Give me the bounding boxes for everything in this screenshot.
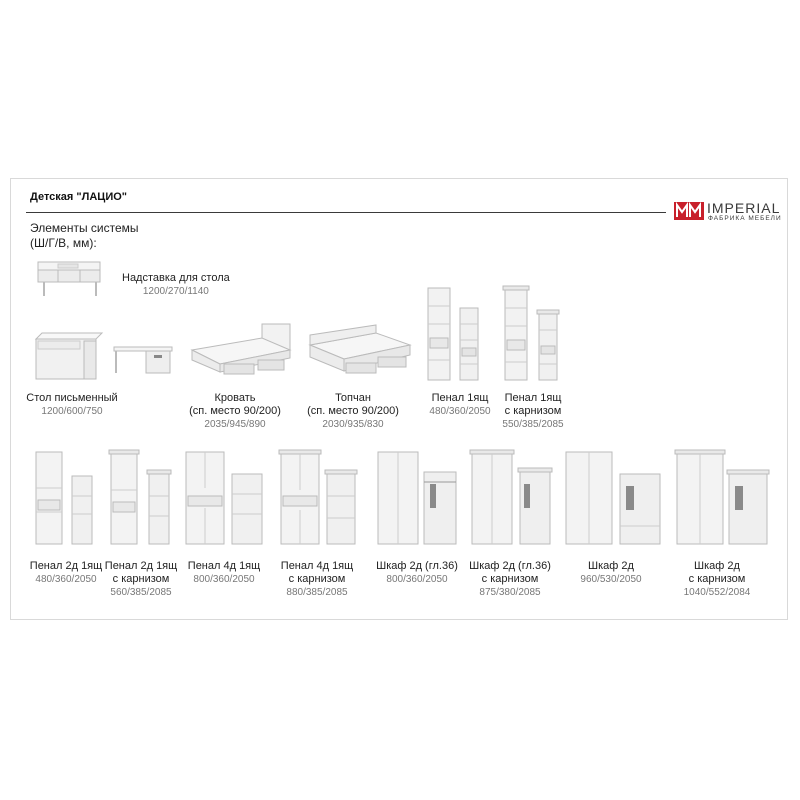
item-label: с карнизом (112, 573, 170, 585)
item-label: Надставка для стола (122, 272, 230, 284)
item-label: Пенал 1ящ (504, 392, 562, 404)
brand-logo: IMPERIAL ФАБРИКА МЕБЕЛИ (674, 200, 784, 224)
brand-mark-icon (674, 202, 704, 220)
item-dimensions: 2030/935/830 (322, 419, 384, 430)
item-label: с карнизом (504, 405, 562, 417)
item-dimensions: 1200/600/750 (41, 406, 103, 417)
item-dimensions: 480/360/2050 (35, 574, 97, 585)
brand-tagline: ФАБРИКА МЕБЕЛИ (708, 215, 782, 222)
item-label: Топчан (335, 392, 371, 404)
subtitle-line-2: (Ш/Г/В, мм): (30, 236, 97, 250)
item-label: Пенал 2д 1ящ (104, 560, 178, 572)
item-dimensions: 550/385/2085 (502, 419, 564, 430)
item-dimensions: 875/380/2085 (479, 587, 541, 598)
item-dimensions: 800/360/2050 (193, 574, 255, 585)
item-dimensions: 800/360/2050 (386, 574, 448, 585)
item-dimensions: 960/530/2050 (580, 574, 642, 585)
item-caption-cabinet-2d-cornice: Пенал 2д 1ящ с карнизом 560/385/2085 (101, 560, 181, 599)
item-caption-tall-shelf: Пенал 1ящ 480/360/2050 (420, 392, 500, 418)
item-dimensions: 880/385/2085 (286, 587, 348, 598)
item-label: Шкаф 2д (гл.36) (469, 560, 551, 572)
item-label: Кровать (214, 392, 256, 404)
item-caption-wardrobe-gl36: Шкаф 2д (гл.36) 800/360/2050 (372, 560, 462, 586)
item-caption-wardrobe-gl36-cornice: Шкаф 2д (гл.36) с карнизом 875/380/2085 (465, 560, 555, 599)
item-caption-daybed: Топчан (сп. место 90/200) 2030/935/830 (298, 392, 408, 431)
item-caption-cabinet-4d: Пенал 4д 1ящ 800/360/2050 (184, 560, 264, 586)
item-label: (сп. место 90/200) (307, 405, 399, 417)
item-label: Пенал 1ящ (431, 392, 489, 404)
item-label: Пенал 4д 1ящ (280, 560, 354, 572)
item-caption-cabinet-4d-cornice: Пенал 4д 1ящ с карнизом 880/385/2085 (272, 560, 362, 599)
item-label: с карнизом (288, 573, 346, 585)
item-dimensions: 560/385/2085 (110, 587, 172, 598)
item-label: Пенал 4д 1ящ (187, 560, 261, 572)
item-label: с карнизом (688, 573, 746, 585)
item-dimensions: 2035/945/890 (204, 419, 266, 430)
item-label: Шкаф 2д (гл.36) (376, 560, 458, 572)
item-label: (сп. место 90/200) (189, 405, 281, 417)
item-label: Шкаф 2д (588, 560, 634, 572)
item-label: Стол письменный (26, 392, 118, 404)
catalog-card (10, 178, 788, 620)
item-caption-wardrobe: Шкаф 2д 960/530/2050 (566, 560, 656, 586)
item-dimensions: 1200/270/1140 (142, 286, 209, 297)
document-title: Детская "ЛАЦИО" (30, 191, 127, 203)
item-caption-bed: Кровать (сп. место 90/200) 2035/945/890 (180, 392, 290, 431)
item-caption-cabinet-2d: Пенал 2д 1ящ 480/360/2050 (26, 560, 106, 586)
document-subtitle: Элементы системы (Ш/Г/В, мм): (30, 221, 139, 251)
item-label: Пенал 2д 1ящ (29, 560, 103, 572)
brand-name: IMPERIAL (707, 200, 781, 216)
item-label: с карнизом (481, 573, 539, 585)
item-label: Шкаф 2д (694, 560, 740, 572)
subtitle-line-1: Элементы системы (30, 221, 139, 235)
item-caption-wardrobe-cornice: Шкаф 2д с карнизом 1040/552/2084 (672, 560, 762, 599)
item-caption-desk: Стол письменный 1200/600/750 (22, 392, 122, 418)
item-caption-hutch: Надставка для стола 1200/270/1140 (122, 272, 230, 298)
item-caption-tall-shelf-cornice: Пенал 1ящ с карнизом 550/385/2085 (493, 392, 573, 431)
item-dimensions: 480/360/2050 (429, 406, 491, 417)
item-dimensions: 1040/552/2084 (683, 587, 751, 598)
title-divider (26, 212, 666, 213)
